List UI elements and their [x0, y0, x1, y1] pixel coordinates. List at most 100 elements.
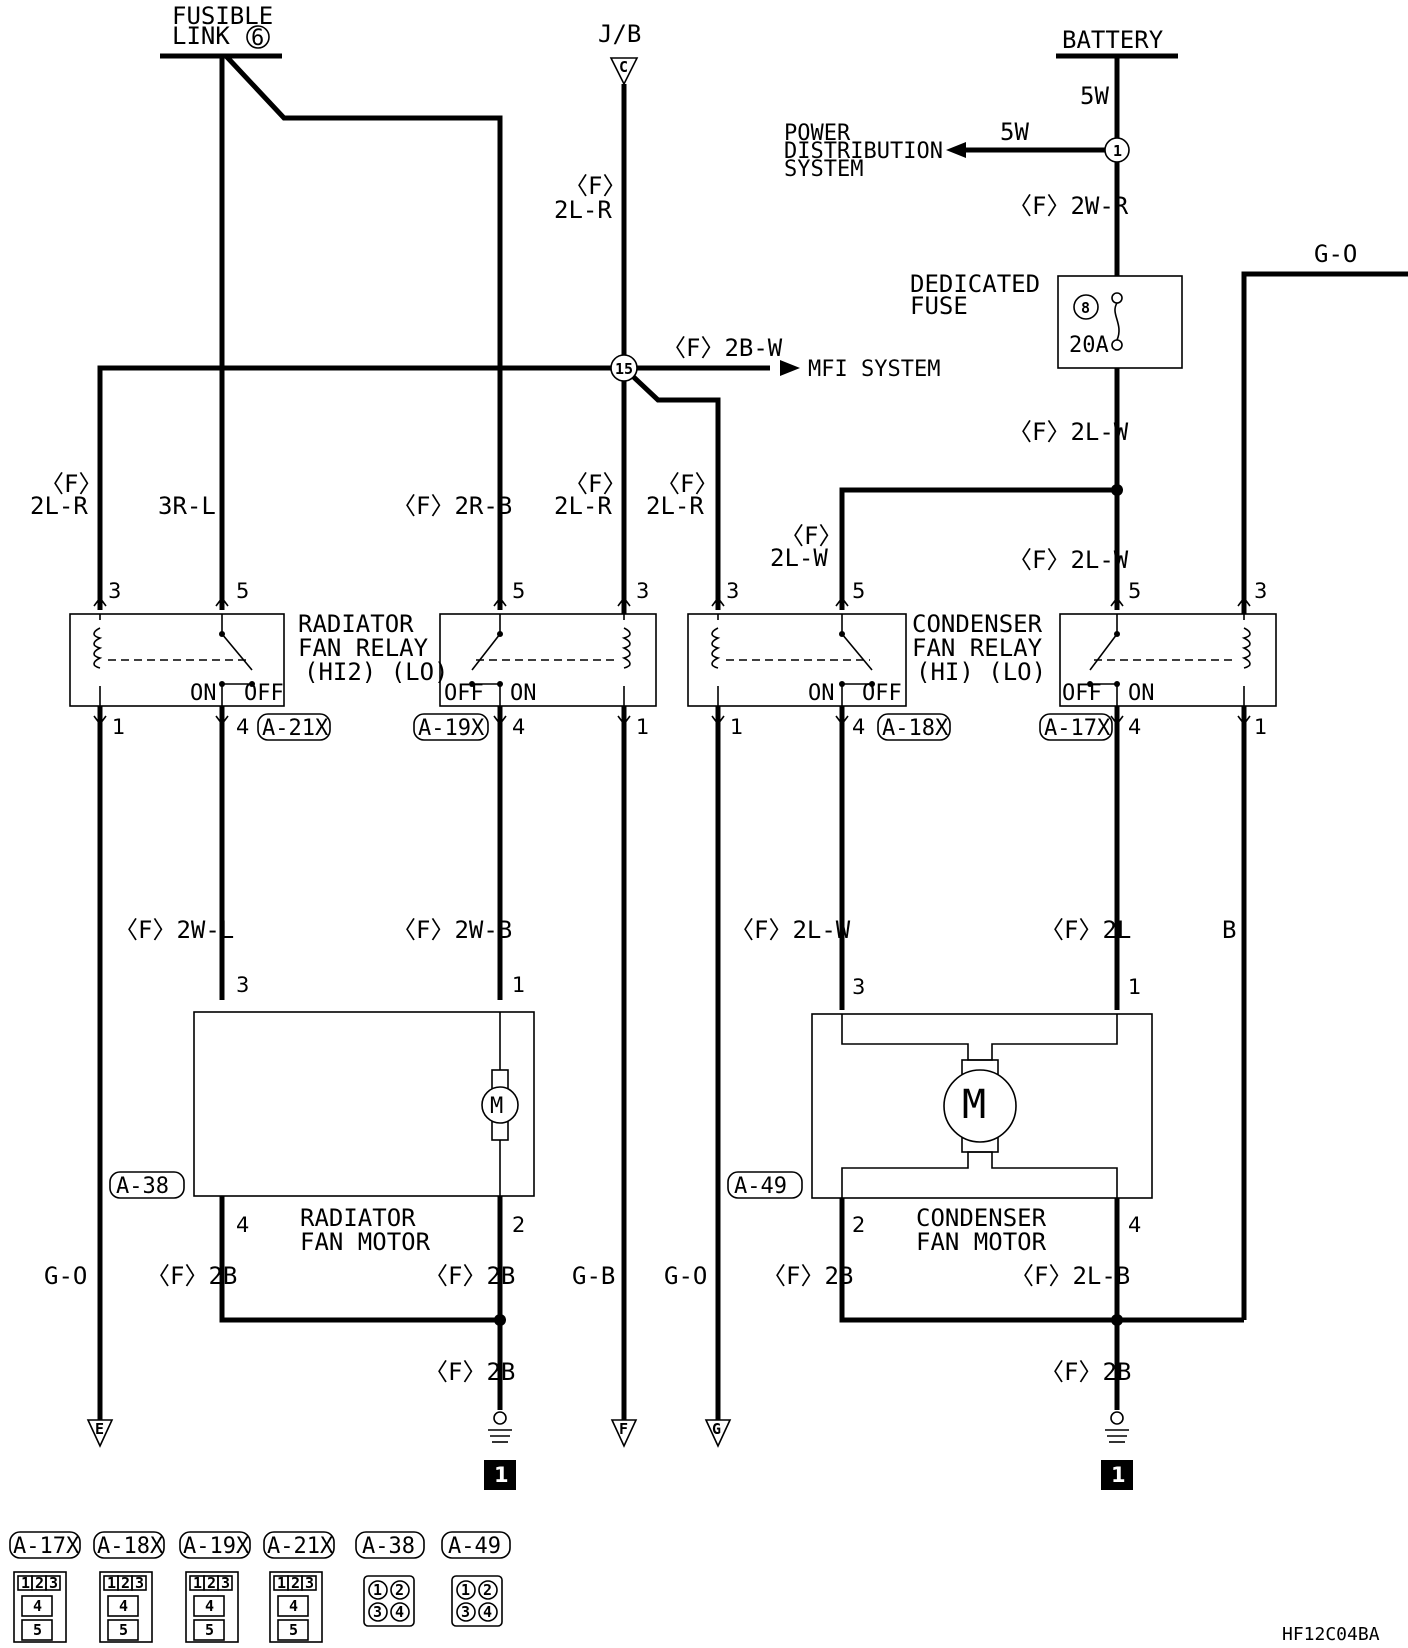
- svg-text:A-19X: A-19X: [183, 1534, 250, 1559]
- svg-text:3: 3: [726, 579, 739, 603]
- svg-text:A-21X: A-21X: [262, 716, 329, 741]
- wire-rad-left: [97, 365, 624, 610]
- radiator-motor-label-1: RADIATOR: [300, 1204, 416, 1232]
- svg-text:5: 5: [236, 579, 249, 603]
- relay-left-off: OFF: [244, 681, 284, 706]
- condenser-relay-right: [1059, 613, 1277, 707]
- cond-motor4-wire: 〈F〉2L-B: [1010, 1262, 1130, 1290]
- relay-top-pins: 3 5 5 3 3 5 5 3: [108, 579, 1267, 603]
- battery-wire-label: 5W: [1080, 82, 1109, 110]
- rad-motor-m: M: [490, 1094, 503, 1119]
- svg-text:2: 2: [291, 1574, 300, 1592]
- svg-text:2: 2: [512, 1213, 525, 1237]
- svg-text:3: 3: [636, 579, 649, 603]
- svg-text:A-21X: A-21X: [267, 1534, 334, 1559]
- radiator-motor-label-2: FAN MOTOR: [300, 1228, 431, 1256]
- rad-right-wire: 2L-R: [554, 492, 612, 520]
- svg-text:4: 4: [236, 715, 249, 739]
- svg-text:2: 2: [35, 1574, 44, 1592]
- svg-text:4: 4: [1128, 715, 1141, 739]
- relay2-on: ON: [510, 681, 537, 706]
- legend-a19x: A-19X 1 2 3 4 5: [179, 1531, 251, 1643]
- legend-a18x: A-18X 1 2 3 4 5: [93, 1531, 165, 1643]
- svg-text:1: 1: [512, 973, 525, 997]
- cond-left-wire: 2L-R: [646, 492, 704, 520]
- connector-tag-a18x: A-18X: [877, 713, 951, 741]
- svg-text:3: 3: [461, 1603, 470, 1621]
- radiator-fan-motor: [193, 1011, 535, 1197]
- svg-text:2: 2: [483, 1581, 492, 1599]
- fusible-link-number: 6: [251, 26, 264, 51]
- svg-text:3: 3: [221, 1574, 230, 1592]
- svg-text:4: 4: [483, 1603, 492, 1621]
- svg-text:A-17X: A-17X: [1044, 716, 1111, 741]
- cond-5-wire: 2L-W: [770, 544, 828, 572]
- svg-text:4: 4: [33, 1597, 42, 1615]
- svg-text:5: 5: [1128, 579, 1141, 603]
- radiator-relay-left: [69, 613, 285, 707]
- fusible-link-circle: [246, 25, 270, 49]
- svg-text:5: 5: [205, 1621, 214, 1639]
- relay4-off: OFF: [1062, 681, 1102, 706]
- fuse-element: [1114, 302, 1120, 341]
- svg-text:3: 3: [49, 1574, 58, 1592]
- cond-5-wire-f: 〈F〉: [780, 522, 842, 550]
- condenser-fan-motor: [811, 1013, 1153, 1199]
- condenser-relay-left: [687, 613, 907, 707]
- rad-motor3-wire: 〈F〉2W-L: [114, 916, 234, 944]
- svg-text:1: 1: [107, 1574, 116, 1592]
- rad-ground-wire: 〈F〉2B: [424, 1358, 515, 1386]
- svg-text:1: 1: [193, 1574, 202, 1592]
- relay2-off: OFF: [444, 681, 484, 706]
- svg-text:2: 2: [852, 1213, 865, 1237]
- svg-text:3: 3: [373, 1603, 382, 1621]
- wire-2rb: [224, 54, 503, 610]
- condenser-relay-label-1: CONDENSER: [912, 610, 1043, 638]
- ground-radiator: [484, 1411, 516, 1490]
- gb-wire: G-B: [572, 1262, 615, 1290]
- svg-text:2: 2: [121, 1574, 130, 1592]
- svg-text:1: 1: [730, 715, 743, 739]
- svg-text:A-18X: A-18X: [882, 716, 949, 741]
- motor-pins: 3 1 3 1 4 2 2 4: [236, 973, 1141, 1237]
- rad-motor4-wire: 〈F〉2B: [146, 1262, 237, 1290]
- battery-fuse-wire-label: 〈F〉2W-R: [1008, 192, 1129, 220]
- svg-text:4: 4: [852, 715, 865, 739]
- splice-rad-ground: [494, 1314, 506, 1326]
- wire-cond-relay5: [839, 487, 1117, 610]
- svg-text:4: 4: [512, 715, 525, 739]
- radiator-relay-label-2: FAN RELAY: [298, 634, 429, 662]
- fuse-out-label: 〈F〉2L-W: [1008, 418, 1129, 446]
- connector-tag-a49: A-49: [727, 1171, 803, 1199]
- legend-a21x: A-21X 1 2 3 4 5: [263, 1531, 335, 1643]
- svg-text:4: 4: [119, 1597, 128, 1615]
- svg-text:A-49: A-49: [448, 1534, 501, 1559]
- svg-text:1: 1: [277, 1574, 286, 1592]
- figure-code: HF12C04BA: [1282, 1624, 1380, 1645]
- svg-text:4: 4: [205, 1597, 214, 1615]
- svg-text:2: 2: [207, 1574, 216, 1592]
- svg-text:5: 5: [119, 1621, 128, 1639]
- connector-tag-a17x: A-17X: [1039, 713, 1113, 741]
- connector-tag-a19x: A-19X: [413, 713, 489, 741]
- dedicated-fuse-label-2: FUSE: [910, 292, 968, 320]
- svg-text:5: 5: [33, 1621, 42, 1639]
- svg-text:1: 1: [461, 1581, 470, 1599]
- radiator-relay-label-1: RADIATOR: [298, 610, 414, 638]
- svg-text:E: E: [95, 1420, 104, 1438]
- wire-cond-motor2: [839, 1198, 1244, 1323]
- svg-text:A-38: A-38: [116, 1174, 169, 1199]
- condenser-motor-label-2: FAN MOTOR: [916, 1228, 1047, 1256]
- jb-wire-label: 2L-R: [554, 196, 612, 224]
- svg-text:4: 4: [236, 1213, 249, 1237]
- jb-connector-letter: C: [619, 58, 628, 76]
- dedicated-fuse-box: [1057, 275, 1183, 369]
- rad-motor1-wire: 〈F〉2W-B: [392, 916, 512, 944]
- node-15: [610, 354, 638, 382]
- relay3-on: ON: [808, 681, 835, 706]
- cond-motor3-wire: 〈F〉2L-W: [730, 916, 851, 944]
- cond-motor1-wire: 〈F〉2L: [1040, 916, 1131, 944]
- rad-2rb-wire: 〈F〉2R-B: [392, 492, 512, 520]
- power-dist-wire-label: 5W: [1000, 118, 1029, 146]
